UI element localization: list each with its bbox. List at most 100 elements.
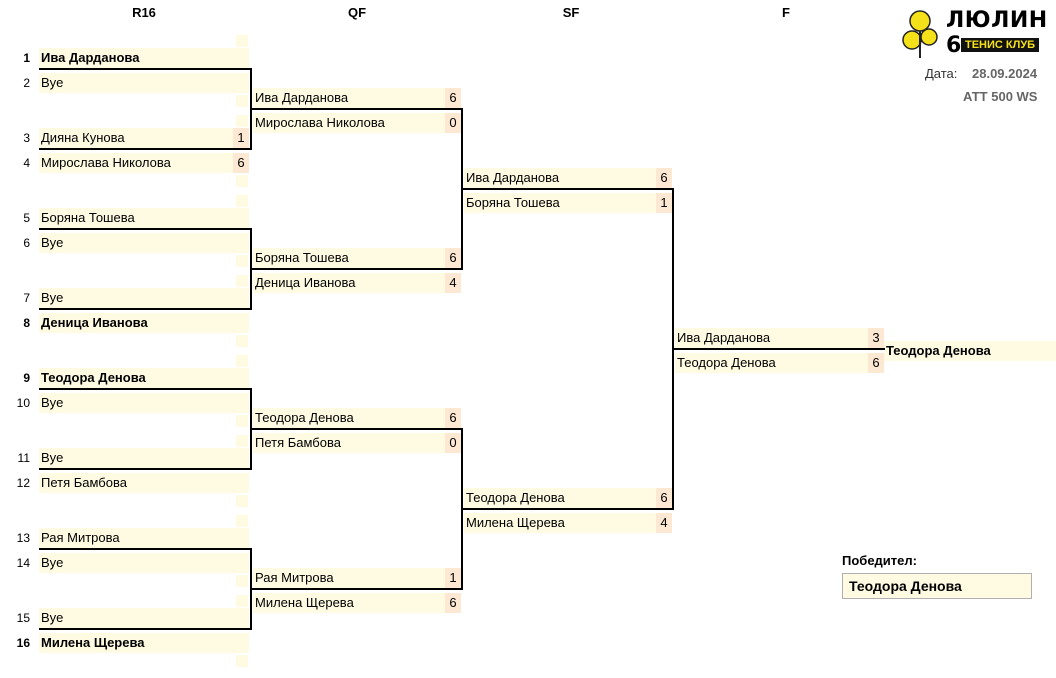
qf-score-5: 6 xyxy=(445,408,461,428)
final-player-2[interactable]: Теодора Денова xyxy=(675,353,868,373)
bracket-line xyxy=(250,268,462,270)
bracket-fill xyxy=(236,495,248,507)
r16-player-16[interactable]: Милена Щерева xyxy=(39,633,249,653)
r16-player-7[interactable]: Bye xyxy=(39,288,249,308)
seed-number: 8 xyxy=(23,316,30,330)
sf-score-1: 6 xyxy=(656,168,672,188)
round-header-r16: R16 xyxy=(132,5,156,20)
bracket-fill xyxy=(236,595,248,607)
date-value: 28.09.2024 xyxy=(972,66,1038,81)
qf-player-4[interactable]: Деница Иванова xyxy=(253,273,445,293)
final-player-1[interactable]: Ива Дарданова xyxy=(675,328,868,348)
bracket-fill xyxy=(236,435,248,447)
qf-player-8[interactable]: Милена Щерева xyxy=(253,593,445,613)
sf-score-2: 1 xyxy=(656,193,672,213)
champion-name: Теодора Денова xyxy=(884,341,1056,361)
r16-player-6[interactable]: Bye xyxy=(39,233,249,253)
bracket-fill xyxy=(236,175,248,187)
winner-label: Победител: xyxy=(842,553,917,568)
r16-player-9[interactable]: Теодора Денова xyxy=(39,368,249,388)
qf-player-1[interactable]: Ива Дарданова xyxy=(253,88,445,108)
r16-score-3: 1 xyxy=(233,128,249,148)
qf-player-2[interactable]: Мирослава Николова xyxy=(253,113,445,133)
seed-number: 6 xyxy=(23,236,30,250)
seed-number: 1 xyxy=(23,51,30,65)
seed-number: 7 xyxy=(23,291,30,305)
bracket-fill xyxy=(236,255,248,267)
qf-player-6[interactable]: Петя Бамбова xyxy=(253,433,445,453)
bracket-line xyxy=(250,588,462,590)
sf-player-3[interactable]: Теодора Денова xyxy=(464,488,656,508)
r16-player-12[interactable]: Петя Бамбова xyxy=(39,473,249,493)
seed-number: 14 xyxy=(16,556,30,570)
seed-number: 5 xyxy=(23,211,30,225)
sf-score-4: 4 xyxy=(656,513,672,533)
bracket-line xyxy=(39,548,251,550)
qf-score-1: 6 xyxy=(445,88,461,108)
bracket-fill xyxy=(236,95,248,107)
seed-number: 9 xyxy=(23,371,30,385)
bracket-line xyxy=(39,308,251,310)
r16-player-11[interactable]: Bye xyxy=(39,448,249,468)
r16-player-8[interactable]: Деница Иванова xyxy=(39,313,249,333)
final-score-1: 3 xyxy=(868,328,884,348)
r16-score-4: 6 xyxy=(233,153,249,173)
r16-player-3[interactable]: Дияна Кунова xyxy=(39,128,233,148)
sf-player-2[interactable]: Боряна Тошева xyxy=(464,193,656,213)
bracket-line xyxy=(39,148,251,150)
seed-number: 16 xyxy=(16,636,30,650)
r16-player-10[interactable]: Bye xyxy=(39,393,249,413)
seed-number: 3 xyxy=(23,131,30,145)
r16-player-14[interactable]: Bye xyxy=(39,553,249,573)
bracket-line xyxy=(39,68,251,70)
seed-number: 11 xyxy=(17,451,30,465)
bracket-fill xyxy=(236,275,248,287)
club-name: ЛЮЛИН 6 xyxy=(946,8,1048,58)
club-subtitle: ТЕНИС КЛУБ xyxy=(961,38,1040,52)
final-score-2: 6 xyxy=(868,353,884,373)
bracket-line xyxy=(250,428,462,430)
seed-number: 10 xyxy=(16,396,30,410)
qf-score-4: 4 xyxy=(445,273,461,293)
bracket-line xyxy=(39,468,251,470)
qf-player-5[interactable]: Теодора Денова xyxy=(253,408,445,428)
round-header-qf: QF xyxy=(347,5,367,20)
bracket-line xyxy=(39,388,251,390)
bracket-line xyxy=(39,628,251,630)
bracket-fill xyxy=(236,335,248,347)
qf-score-6: 0 xyxy=(445,433,461,453)
bracket-line xyxy=(39,228,251,230)
seed-number: 15 xyxy=(16,611,30,625)
bracket-fill xyxy=(236,575,248,587)
r16-player-4[interactable]: Мирослава Николова xyxy=(39,153,233,173)
bracket-fill xyxy=(236,195,248,207)
bracket-fill xyxy=(236,355,248,367)
event-name: АТТ 500 WS xyxy=(963,89,1038,104)
seed-number: 2 xyxy=(23,76,30,90)
bracket-fill xyxy=(236,515,248,527)
qf-score-8: 6 xyxy=(445,593,461,613)
bracket-line xyxy=(250,108,462,110)
qf-player-7[interactable]: Рая Митрова xyxy=(253,568,445,588)
bracket-line xyxy=(462,188,674,190)
sf-score-3: 6 xyxy=(656,488,672,508)
bracket-line xyxy=(673,348,885,350)
date-label: Дата: xyxy=(925,66,958,81)
r16-player-1[interactable]: Ива Дарданова xyxy=(39,48,249,68)
r16-player-13[interactable]: Рая Митрова xyxy=(39,528,249,548)
r16-player-15[interactable]: Bye xyxy=(39,608,249,628)
bracket-fill xyxy=(236,35,248,47)
sf-player-1[interactable]: Ива Дарданова xyxy=(464,168,656,188)
seed-number: 13 xyxy=(16,531,30,545)
r16-player-2[interactable]: Bye xyxy=(39,73,249,93)
qf-player-3[interactable]: Боряна Тошева xyxy=(253,248,445,268)
sf-player-4[interactable]: Милена Щерева xyxy=(464,513,656,533)
bracket-fill xyxy=(236,655,248,667)
winner-field[interactable]: Теодора Денова xyxy=(842,573,1032,599)
qf-score-7: 1 xyxy=(445,568,461,588)
bracket-fill xyxy=(236,115,248,127)
r16-player-5[interactable]: Боряна Тошева xyxy=(39,208,249,228)
round-header-sf: SF xyxy=(562,5,580,20)
bracket-fill xyxy=(236,415,248,427)
qf-score-2: 0 xyxy=(445,113,461,133)
